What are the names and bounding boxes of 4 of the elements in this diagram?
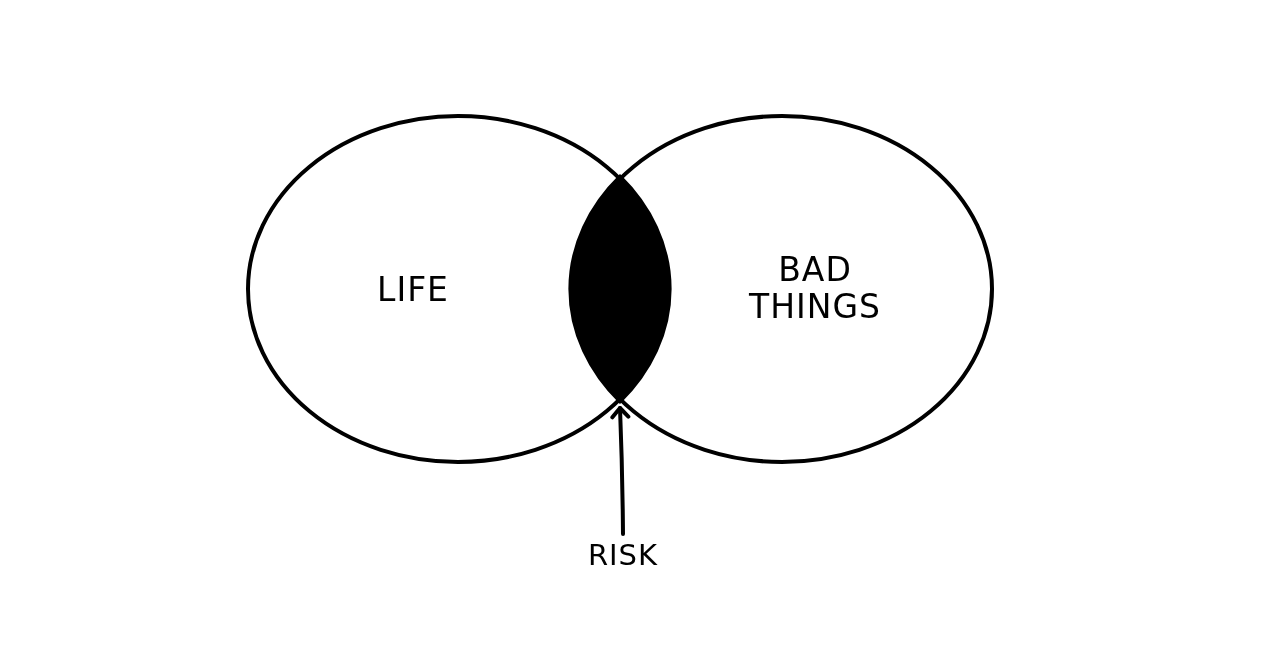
set-label: LIFE [376,270,450,308]
arrow [610,406,631,536]
set-label: BAD THINGS [748,251,882,325]
callout-label: RISK [581,537,665,573]
